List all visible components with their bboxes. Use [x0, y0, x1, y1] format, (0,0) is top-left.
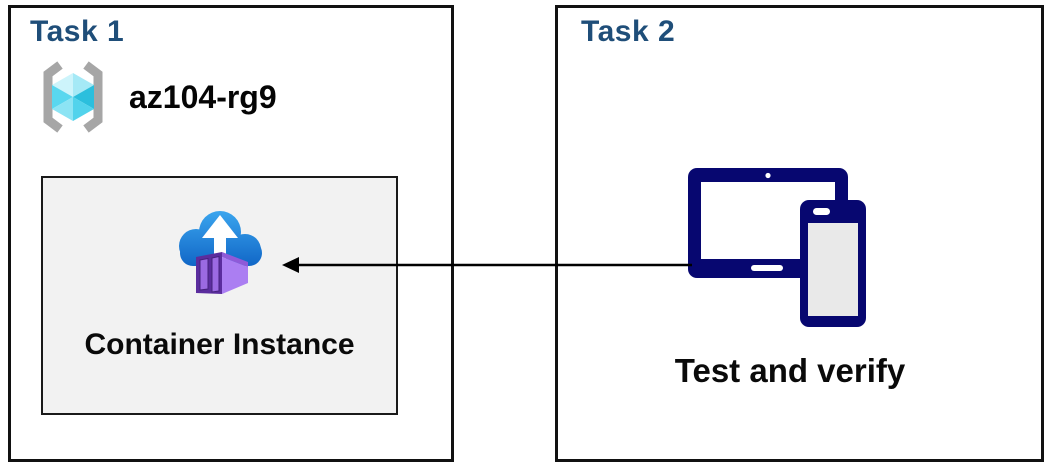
test-and-verify-label: Test and verify	[674, 352, 906, 389]
connector-arrow	[282, 257, 692, 273]
resource-group-icon	[43, 61, 103, 133]
task1-title: Task 1	[30, 15, 125, 48]
phone-icon	[800, 200, 866, 327]
left-bracket	[43, 61, 63, 133]
cube-face	[52, 97, 73, 121]
devices-icon	[688, 168, 866, 327]
cube-face	[52, 73, 73, 97]
resource-group-name: az104-rg9	[129, 78, 277, 115]
arrow-head	[282, 257, 299, 273]
cube-face	[52, 85, 73, 109]
right-bracket	[83, 61, 103, 133]
cube-face	[73, 73, 94, 97]
container-instance-label: Container Instance	[84, 328, 355, 361]
cube-face	[73, 97, 94, 121]
container-instance-icon	[178, 211, 262, 294]
task1-panel: Task 1 az104-rg9	[8, 5, 454, 462]
task2-panel: Task 2 Test and verify	[555, 5, 1044, 462]
cube-face	[73, 85, 94, 109]
task2-title: Task 2	[581, 15, 676, 48]
container-instance-box: Container Instance	[41, 176, 398, 415]
resource-group-row: az104-rg9	[33, 60, 277, 134]
container-box-shape	[195, 252, 248, 294]
